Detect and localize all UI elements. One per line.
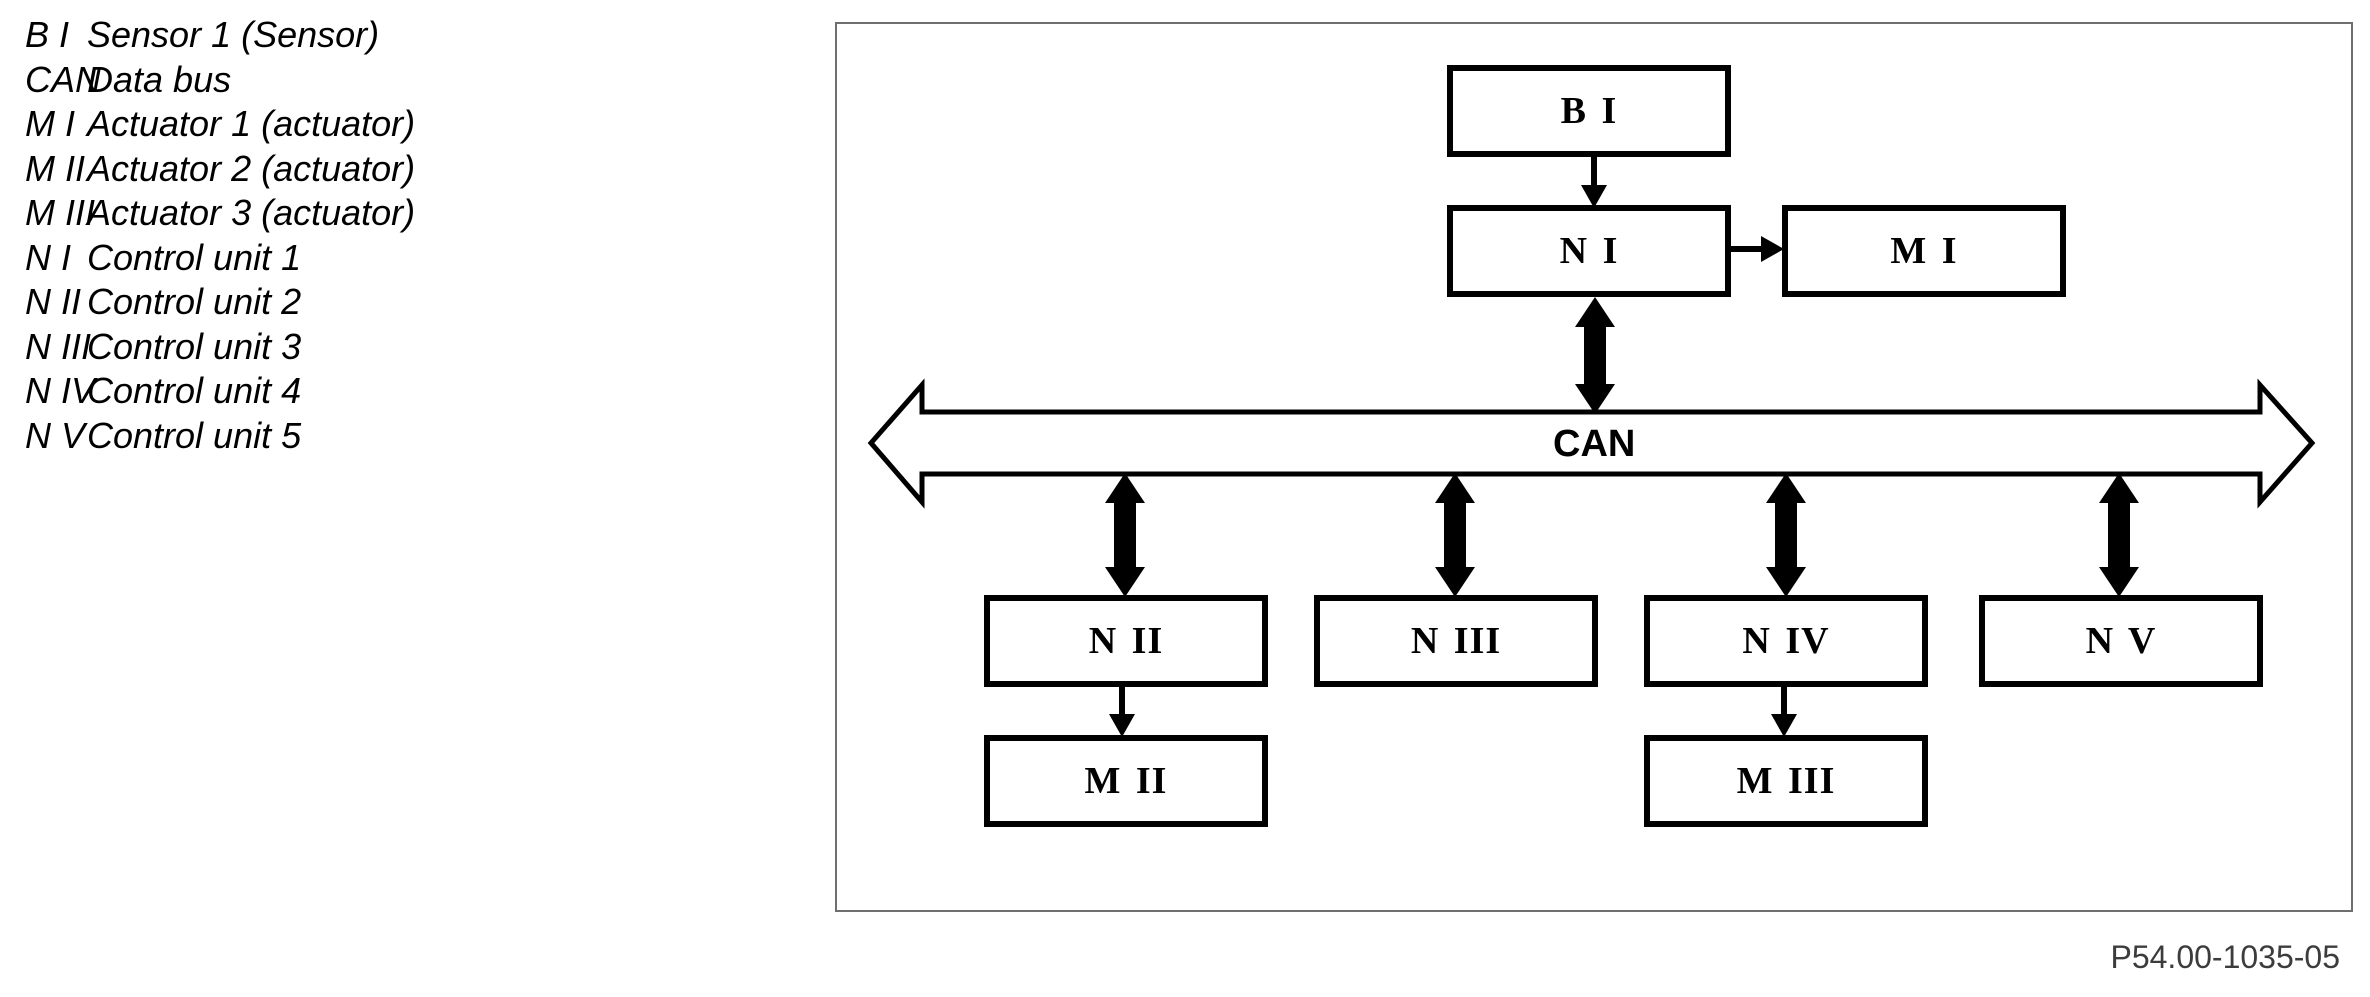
node-m1-actuator: M I <box>1782 205 2066 297</box>
legend-row: M I Actuator 1 (actuator) <box>25 102 415 147</box>
node-b1-sensor: B I <box>1447 65 1731 157</box>
arrow-n2-m2-head <box>1109 714 1135 737</box>
legend-abbr: N IV <box>25 370 96 411</box>
legend-abbr: N V <box>25 414 86 456</box>
legend-row: N VControl unit 5 <box>25 414 415 459</box>
double-arrow-can-n3 <box>1435 473 1475 597</box>
arrow-n1-m1-head <box>1761 236 1784 262</box>
legend-abbr: CAN <box>25 58 102 100</box>
legend-abbr: M II <box>25 147 85 189</box>
can-bus-label: CAN <box>1553 423 1636 465</box>
legend-row: B I Sensor 1 (Sensor) <box>25 13 415 58</box>
legend-row: CANData bus <box>25 58 415 103</box>
legend-row: M IIIActuator 3 (actuator) <box>25 191 415 236</box>
legend-abbr: N II <box>25 281 82 322</box>
node-m3-actuator: M III <box>1644 735 1928 827</box>
legend-desc: Actuator 3 (actuator) <box>87 192 416 233</box>
node-n3-control-unit: N III <box>1314 595 1598 687</box>
legend-desc: Control unit 4 <box>87 370 302 411</box>
legend-abbr: M III <box>25 192 95 233</box>
diagram-frame: B I N I M I N II N III N IV N V M II M I… <box>835 22 2353 912</box>
legend-abbr: M I <box>25 103 75 144</box>
arrow-b1-n1-head <box>1581 185 1607 208</box>
legend-desc: Data bus <box>87 58 232 100</box>
legend-abbr: N III <box>25 325 92 367</box>
legend-row: N I Control unit 1 <box>25 236 415 281</box>
double-arrow-n1-can <box>1575 297 1615 414</box>
double-arrow-can-n4 <box>1766 473 1806 597</box>
legend-desc: Control unit 5 <box>87 414 302 456</box>
double-arrow-can-n2 <box>1105 473 1145 597</box>
legend-desc: Actuator 2 (actuator) <box>87 147 416 189</box>
legend-desc: Actuator 1 (actuator) <box>87 103 416 144</box>
figure-code: P54.00-1035-05 <box>2110 939 2340 975</box>
node-n4-control-unit: N IV <box>1644 595 1928 687</box>
node-n1-control-unit: N I <box>1447 205 1731 297</box>
legend-desc: Sensor 1 (Sensor) <box>87 14 380 55</box>
legend-desc: Control unit 2 <box>87 281 302 322</box>
diagram-connectors <box>867 157 2316 737</box>
legend-row: N IVControl unit 4 <box>25 369 415 414</box>
node-n5-control-unit: N V <box>1979 595 2263 687</box>
legend-desc: Control unit 1 <box>87 236 302 278</box>
legend: B I Sensor 1 (Sensor) CANData bus M I Actu… <box>25 13 415 458</box>
node-m2-actuator: M II <box>984 735 1268 827</box>
can-bus-arrow <box>867 378 2316 509</box>
legend-abbr: B I <box>25 14 70 55</box>
node-n2-control-unit: N II <box>984 595 1268 687</box>
double-arrow-can-n5 <box>2099 473 2139 597</box>
legend-row: M IIActuator 2 (actuator) <box>25 147 415 192</box>
arrow-n4-m3-head <box>1771 714 1797 737</box>
legend-row: N IIIControl unit 3 <box>25 325 415 370</box>
legend-desc: Control unit 3 <box>87 325 302 367</box>
legend-abbr: N I <box>25 236 72 278</box>
